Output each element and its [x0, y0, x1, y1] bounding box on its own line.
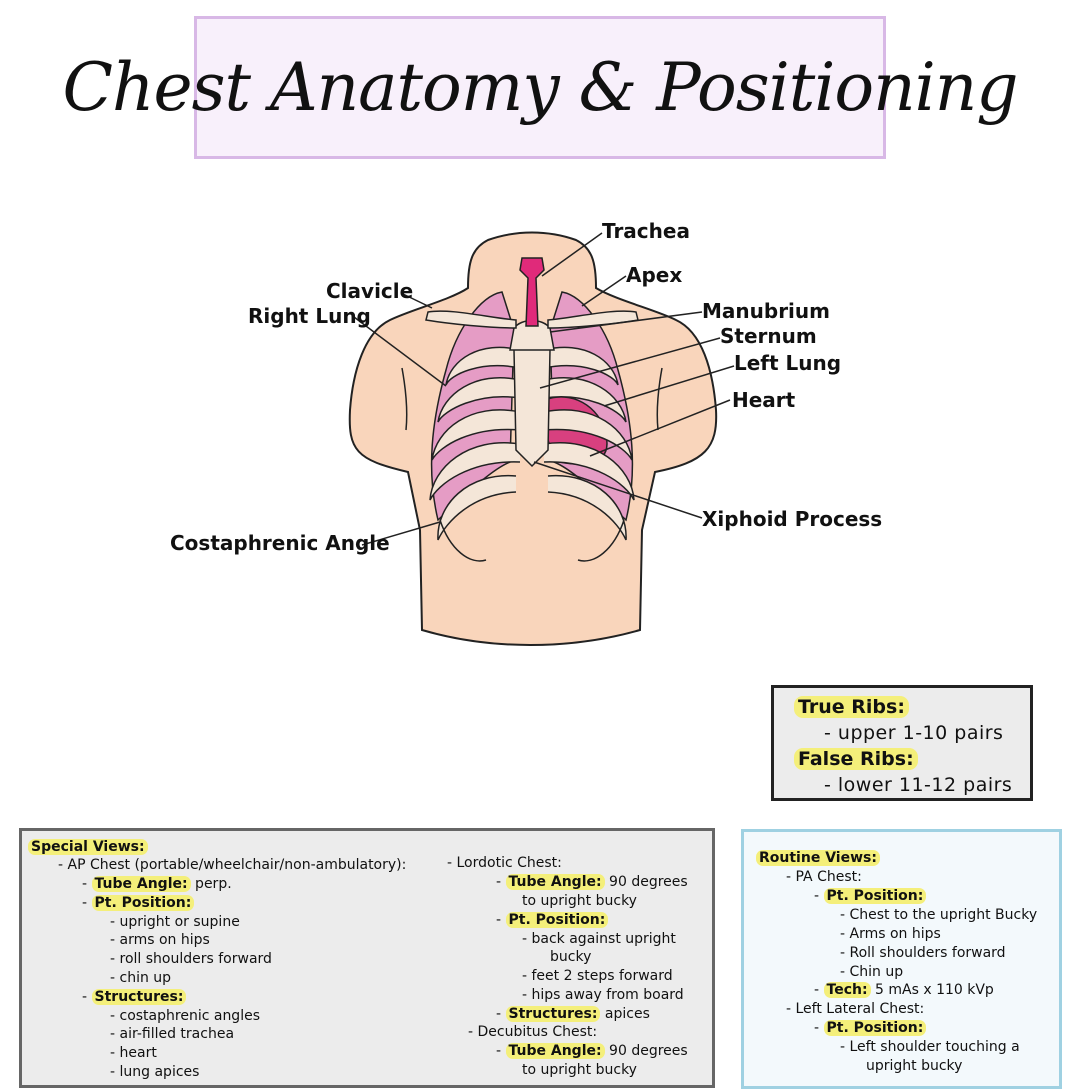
true-ribs-item: - upper 1-10 pairs [824, 722, 1004, 744]
lor-struct-value: apices [600, 1006, 650, 1022]
label-sternum: Sternum [720, 324, 817, 348]
lor-tube-value-2: to upright bucky [522, 893, 637, 909]
ap-struct-key: Structures: [91, 989, 187, 1005]
bullet: - [496, 1006, 506, 1022]
routine-views-box: Routine Views: - PA Chest: - Pt. Positio… [741, 829, 1062, 1089]
dec-tube-value: 90 degrees [604, 1043, 688, 1059]
lor-struct-line: - Structures: apices [496, 1005, 650, 1023]
lor-pos-item: bucky [550, 949, 592, 965]
page-title: Chest Anatomy & Positioning [62, 49, 1019, 126]
lor-pos-item: - feet 2 steps forward [522, 968, 673, 984]
ap-pos-line: - Pt. Position: [82, 894, 195, 912]
dec-tube-line: - Tube Angle: 90 degrees [496, 1042, 688, 1060]
pa-pos-item: - Roll shoulders forward [840, 945, 1006, 961]
right-clavicle [425, 310, 517, 329]
pa-pos-key: Pt. Position: [823, 888, 927, 904]
false-ribs-heading: False Ribs: [794, 748, 918, 770]
ap-struct-line: - Structures: [82, 988, 187, 1006]
label-costophrenic: Costaphrenic Angle [170, 531, 390, 555]
decubitus-heading: - Decubitus Chest: [468, 1024, 598, 1040]
pa-chest-heading: - PA Chest: [786, 869, 862, 885]
bullet: - [82, 989, 92, 1005]
label-xiphoid: Xiphoid Process [702, 507, 882, 531]
ap-struct-item: - heart [110, 1045, 157, 1061]
ap-struct-item: - lung apices [110, 1064, 200, 1080]
bullet: - [496, 1043, 506, 1059]
ap-pos-item: - arms on hips [110, 932, 210, 948]
title-banner: Chest Anatomy & Positioning [63, 16, 1018, 159]
true-ribs-heading: True Ribs: [794, 696, 909, 718]
label-heart: Heart [732, 388, 796, 412]
ap-pos-key: Pt. Position: [91, 895, 195, 911]
ap-struct-item: - costaphrenic angles [110, 1008, 260, 1024]
tech-value: 5 mAs x 110 kVp [870, 982, 994, 998]
pa-pos-line: - Pt. Position: [814, 887, 927, 905]
lor-pos-item: - hips away from board [522, 987, 684, 1003]
lat-pos-key: Pt. Position: [823, 1020, 927, 1036]
ap-chest-heading: - AP Chest (portable/wheelchair/non-ambu… [58, 857, 407, 873]
bullet: - [814, 1020, 824, 1036]
lat-pos-item: upright bucky [866, 1058, 963, 1074]
bullet: - [496, 874, 506, 890]
ap-tube-key: Tube Angle: [91, 876, 191, 892]
bullet: - [82, 895, 92, 911]
label-right-lung: Right Lung [248, 304, 371, 328]
lor-pos-line: - Pt. Position: [496, 911, 609, 929]
ap-pos-item: - roll shoulders forward [110, 951, 272, 967]
bullet: - [814, 888, 824, 904]
label-apex: Apex [626, 263, 682, 287]
routine-views-heading: Routine Views: [756, 850, 880, 866]
special-views-heading: Special Views: [28, 839, 148, 855]
label-left-lung: Left Lung [734, 351, 841, 375]
lor-pos-key: Pt. Position: [505, 912, 609, 928]
manubrium-shape [509, 319, 555, 351]
tech-line: - Tech: 5 mAs x 110 kVp [814, 981, 994, 999]
ap-struct-item: - air-filled trachea [110, 1026, 235, 1042]
label-clavicle: Clavicle [326, 279, 413, 303]
special-views-box: Special Views: - AP Chest (portable/whee… [19, 828, 715, 1088]
lor-tube-value: 90 degrees [604, 874, 688, 890]
bullet: - [82, 876, 92, 892]
bullet: - [496, 912, 506, 928]
dec-tube-key: Tube Angle: [505, 1043, 605, 1059]
lor-tube-line: - Tube Angle: 90 degrees [496, 873, 688, 891]
tech-key: Tech: [823, 982, 871, 998]
trachea-shape [519, 257, 545, 327]
label-trachea: Trachea [602, 219, 690, 243]
ap-tube-value: perp. [190, 876, 232, 892]
lat-pos-item: - Left shoulder touching a [840, 1039, 1020, 1055]
false-ribs-item: - lower 11-12 pairs [824, 774, 1013, 796]
left-lateral-heading: - Left Lateral Chest: [786, 1001, 925, 1017]
lor-tube-key: Tube Angle: [505, 874, 605, 890]
bullet: - [814, 982, 824, 998]
lor-struct-key: Structures: [505, 1006, 601, 1022]
pa-pos-item: - Chin up [840, 964, 904, 980]
lat-pos-line: - Pt. Position: [814, 1019, 927, 1037]
ap-pos-item: - upright or supine [110, 914, 240, 930]
ap-tube-line: - Tube Angle: perp. [82, 875, 232, 893]
pa-pos-item: - Chest to the upright Bucky [840, 907, 1038, 923]
ap-pos-item: - chin up [110, 970, 172, 986]
chest-anatomy-diagram: Trachea Apex Clavicle Right Lung Manubri… [170, 219, 882, 646]
ribs-box: True Ribs: - upper 1-10 pairs False Ribs… [771, 685, 1033, 801]
label-manubrium: Manubrium [702, 299, 830, 323]
lor-pos-item: - back against upright [522, 931, 676, 947]
dec-tube-value-2: to upright bucky [522, 1062, 637, 1078]
lordotic-heading: - Lordotic Chest: [447, 855, 562, 871]
pa-pos-item: - Arms on hips [840, 926, 941, 942]
